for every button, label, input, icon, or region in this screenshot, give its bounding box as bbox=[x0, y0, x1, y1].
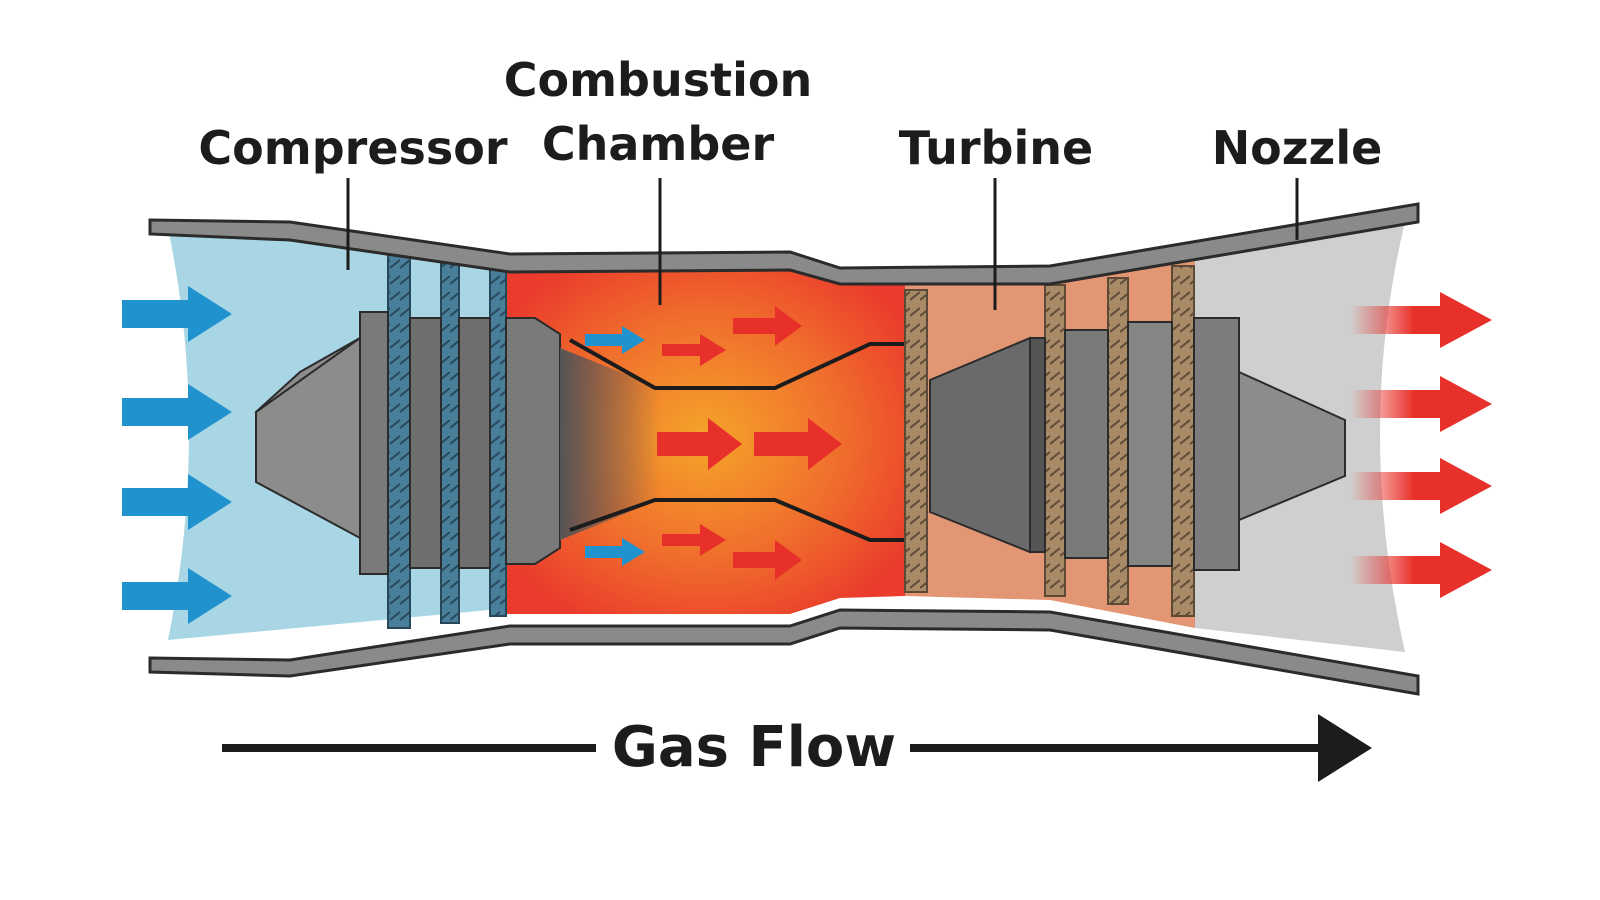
exhaust-arrows bbox=[1350, 292, 1492, 598]
arrow-right-icon bbox=[657, 418, 742, 470]
arrow-right-icon bbox=[733, 540, 802, 580]
gas-flow-arrow bbox=[222, 714, 1372, 782]
arrow-right-icon bbox=[1350, 376, 1492, 432]
compressor-blades bbox=[387, 251, 507, 629]
arrow-right-icon bbox=[1350, 292, 1492, 348]
arrow-right-icon bbox=[754, 418, 842, 470]
arrow-right-icon bbox=[122, 286, 232, 342]
turbine-hub bbox=[929, 317, 1346, 571]
arrow-right-icon bbox=[585, 538, 645, 566]
arrow-right-icon bbox=[585, 326, 645, 354]
arrow-right-icon bbox=[122, 384, 232, 440]
arrow-right-icon bbox=[662, 334, 726, 366]
inlet-arrows bbox=[122, 286, 232, 624]
leader-lines bbox=[346, 178, 1299, 310]
gas-flow-label: Gas Flow bbox=[612, 715, 896, 780]
turbine-label: Turbine bbox=[899, 121, 1093, 175]
combustion-flow-arrows bbox=[657, 306, 842, 580]
engine-casing bbox=[148, 202, 1420, 696]
long-arrow-right-icon bbox=[1318, 714, 1372, 782]
combustion-chamber-label-line1: Combustion bbox=[504, 53, 812, 107]
arrow-right-icon bbox=[122, 474, 232, 530]
arrow-right-icon bbox=[122, 568, 232, 624]
compressor-hub bbox=[254, 311, 561, 575]
combustor-air-arrows bbox=[585, 326, 645, 566]
arrow-right-icon bbox=[1350, 542, 1492, 598]
compressor-label: Compressor bbox=[198, 121, 507, 175]
arrow-right-icon bbox=[733, 306, 802, 346]
combustion-chamber-label-line2: Chamber bbox=[542, 117, 775, 171]
arrow-right-icon bbox=[662, 524, 726, 556]
nozzle-label: Nozzle bbox=[1212, 121, 1383, 175]
arrow-right-icon bbox=[1350, 458, 1492, 514]
combustor-liner bbox=[569, 338, 905, 542]
core-shaft-cone bbox=[560, 348, 660, 540]
